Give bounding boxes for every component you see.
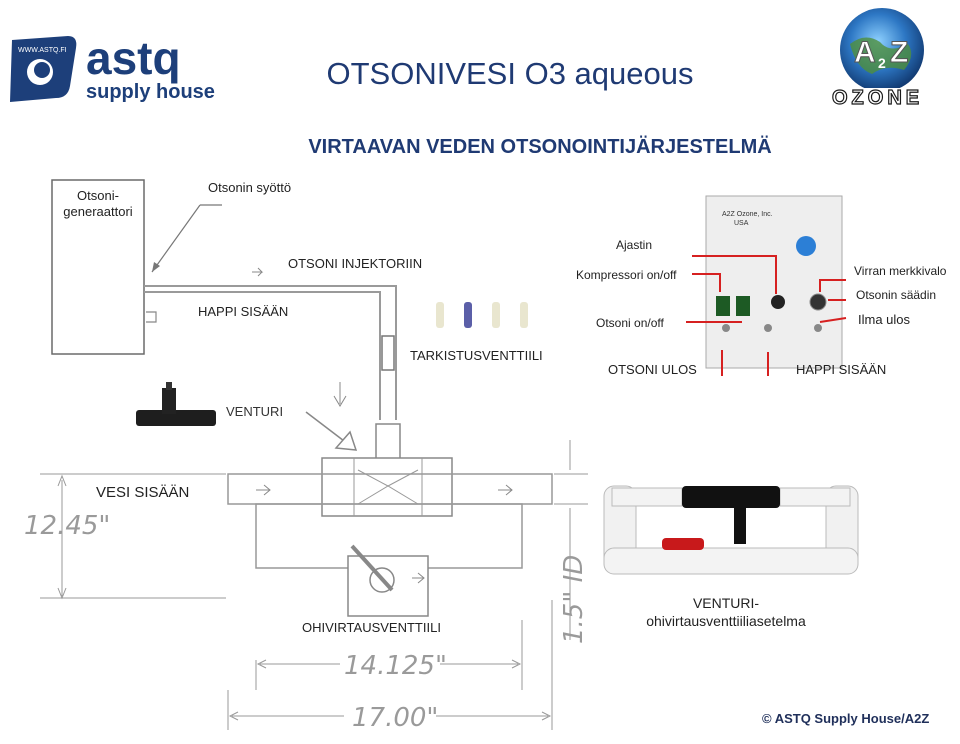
- generator-label: Otsoni- generaattori: [63, 188, 133, 219]
- astq-logo-icon: WWW.ASTQ.FI astq supply house: [10, 32, 215, 103]
- timer-label: Ajastin: [616, 238, 653, 252]
- venturi-bypass-photo: [603, 485, 859, 575]
- check-valve-label: TARKISTUSVENTTIILI: [410, 348, 543, 363]
- power-indicator-label: Virran merkkivalo: [854, 264, 947, 278]
- astq-brand-text: astq: [86, 32, 181, 84]
- page-title: OTSONIVESI O3 aqueous: [326, 56, 694, 91]
- compressor-switch-label: Kompressori on/off: [576, 268, 677, 282]
- astq-logo: WWW.ASTQ.FI astq supply house: [6, 26, 226, 106]
- venturi-bypass-label: VENTURI- ohivirtausventtiiliasetelma: [646, 595, 806, 629]
- globe-icon: A 2 Z OZONE: [828, 8, 944, 110]
- panel-country: USA: [734, 220, 749, 227]
- astq-url-text: WWW.ASTQ.FI: [18, 47, 67, 54]
- ozone-switch-label: Otsoni on/off: [596, 316, 664, 330]
- check-valve-symbol: [381, 335, 395, 371]
- a2z-ozone-logo: A 2 Z OZONE: [820, 4, 950, 110]
- pipe-id-dimension: 1.5" ID: [559, 555, 589, 644]
- height-dimension: 12.45": [24, 511, 110, 541]
- venturi-photo-label: VENTURI: [226, 404, 283, 419]
- page-subtitle: VIRTAAVAN VEDEN OTSONOINTIJÄRJESTELMÄ: [308, 136, 772, 158]
- a2z-2-text: 2: [878, 55, 886, 71]
- ozone-out-label: OTSONI ULOS: [608, 362, 697, 377]
- oxygen-in-left-label: HAPPI SISÄÄN: [198, 304, 289, 319]
- panel-callouts: [686, 255, 847, 376]
- astq-sub-text: supply house: [86, 81, 215, 103]
- a2z-z-text: Z: [890, 36, 908, 69]
- venturi-photo: VENTURI: [136, 382, 283, 426]
- generator-box: [51, 179, 145, 355]
- ozone-to-injector-label: OTSONI INJEKTORIIN: [288, 256, 423, 271]
- check-valve-photo: [436, 302, 528, 328]
- ozone-feed-label: Otsonin syöttö: [208, 180, 292, 195]
- copyright: © ASTQ Supply House/A2Z: [762, 711, 930, 726]
- air-out-label: Ilma ulos: [858, 312, 911, 327]
- oxygen-in-right-label: HAPPI SISÄÄN: [796, 362, 887, 377]
- water-in-label: VESI SISÄÄN: [96, 484, 190, 501]
- ozone-regulator-label: Otsonin säädin: [856, 288, 937, 302]
- inner-width-dimension: 14.125": [344, 651, 447, 681]
- outer-width-dimension: 17.00": [352, 703, 438, 733]
- bypass-valve-label: OHIVIRTAUSVENTTIILI: [302, 620, 441, 635]
- panel-maker: A2Z Ozone, Inc.: [722, 211, 773, 218]
- generator-panel-photo: A2Z Ozone, Inc. USA: [705, 195, 843, 369]
- a2z-ozone-text: OZONE: [832, 87, 923, 108]
- a2z-a-text: A: [854, 36, 876, 69]
